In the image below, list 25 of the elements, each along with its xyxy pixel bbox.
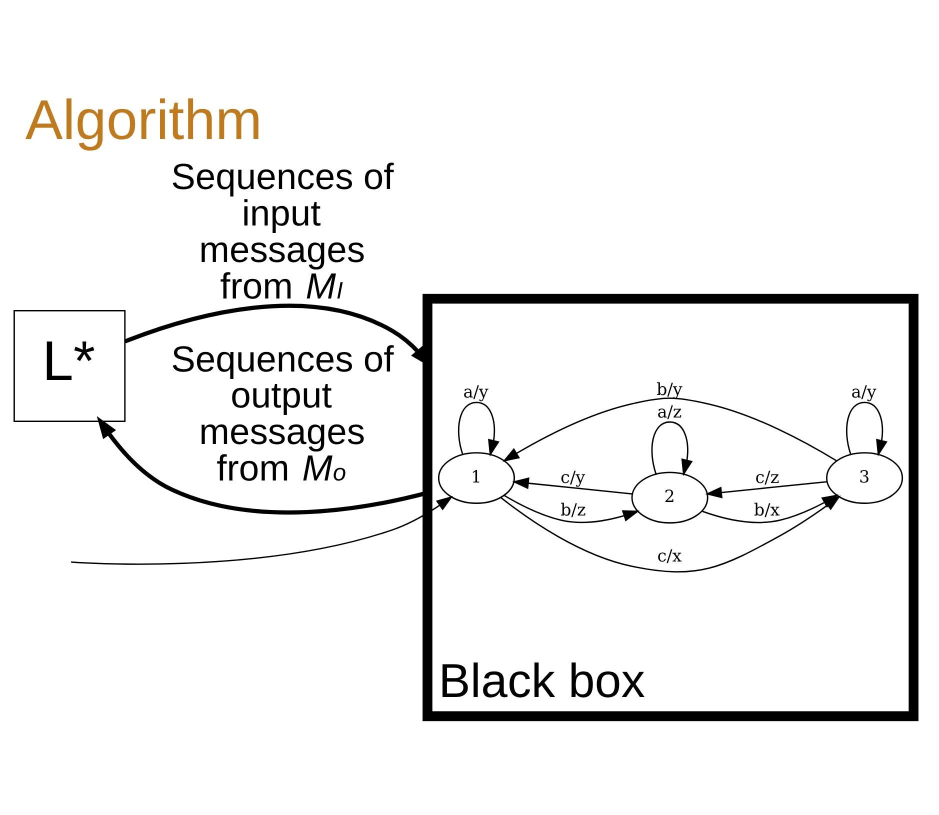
edge-label: b/x xyxy=(754,498,780,519)
diagram-title: Algorithm xyxy=(25,88,262,151)
edge-label: c/x xyxy=(657,545,682,566)
arrow xyxy=(502,397,837,462)
node-ellipse: 1 xyxy=(438,452,516,504)
edge-label: c/z xyxy=(755,466,780,487)
arrow xyxy=(702,494,839,523)
edge-label: a/y xyxy=(851,381,876,402)
edge-label: b/y xyxy=(656,378,682,398)
node-ellipse: 3 xyxy=(826,452,904,504)
edge-label: a/y xyxy=(463,381,488,402)
node-ellipse: 2 xyxy=(631,471,708,524)
arrow xyxy=(846,401,888,456)
edge-label: a/z xyxy=(657,400,682,421)
node-box: L* xyxy=(14,309,126,422)
edge-label: b/z xyxy=(560,498,586,519)
arrow xyxy=(71,495,454,564)
edge-label: Sequences of input messages from MI xyxy=(171,156,394,306)
arrow xyxy=(512,476,632,494)
arrow xyxy=(458,401,500,456)
arrow xyxy=(705,480,827,498)
edge-label: c/y xyxy=(560,466,586,487)
arrow xyxy=(651,420,693,476)
edge-label: Sequences of output messages from Mo xyxy=(171,338,394,488)
arrow xyxy=(504,494,640,523)
